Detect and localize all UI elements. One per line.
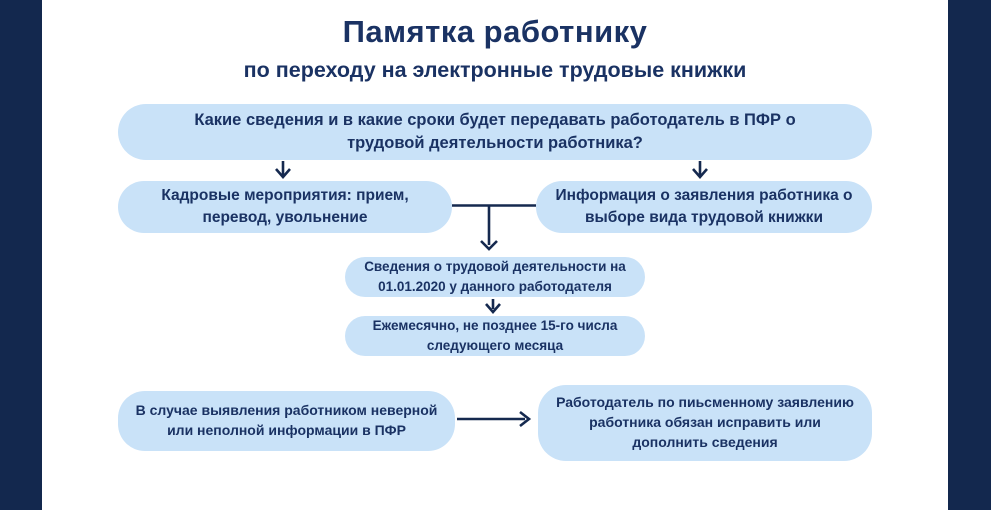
flow-box-employment-data: Сведения о трудовой деятельности на 01.0…: [345, 257, 645, 297]
flow-box-incorrect-info: В случае выявления работником неверной и…: [118, 391, 455, 451]
page-subtitle: по переходу на электронные трудовые книж…: [243, 58, 747, 82]
right-arrow-icon: [457, 410, 532, 428]
t-connector-down-arrow-icon: [452, 204, 536, 251]
flow-box-personnel-events: Кадровые мероприятия: прием, перевод, ув…: [118, 181, 452, 233]
flow-box-statement-info: Информация о заявления работника о выбор…: [536, 181, 872, 233]
flow-box-employer-obligation: Работодатель по пиьсменному заявлению ра…: [538, 385, 872, 461]
down-arrow-icon: [275, 161, 291, 179]
left-border-bar: [0, 0, 42, 510]
right-border-bar: [948, 0, 991, 510]
flow-box-monthly-deadline: Ежемесячно, не позднее 15-го числа следу…: [345, 316, 645, 356]
flow-box-question: Какие сведения и в какие сроки будет пер…: [118, 104, 872, 160]
down-arrow-icon: [692, 161, 708, 179]
page-title: Памятка работнику: [342, 14, 648, 49]
down-arrow-icon: [485, 299, 501, 314]
